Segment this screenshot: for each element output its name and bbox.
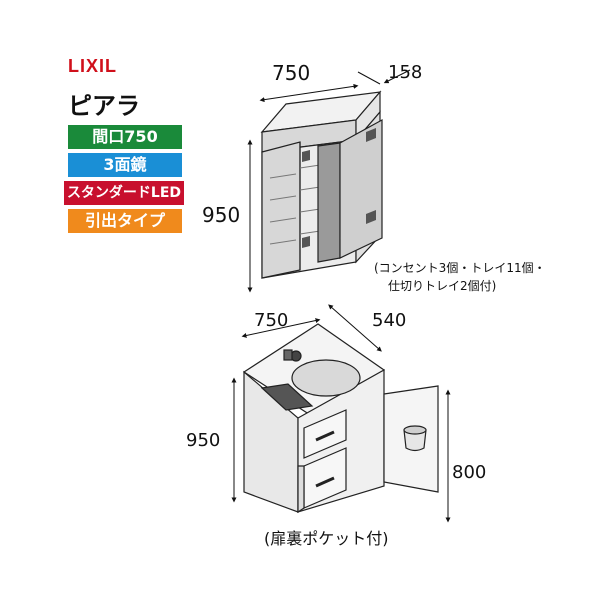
mirror-width-dim: 750: [272, 61, 310, 85]
badge-drawer-type: 引出タイプ: [68, 209, 182, 233]
badge-standard-led: スタンダードLED: [64, 181, 184, 205]
mirror-depth-dim: 158: [388, 62, 422, 83]
mirror-note-line1: (コンセント3個・トレイ11個・: [374, 261, 546, 275]
vanity-counter-height-dim: 800: [452, 462, 486, 483]
product-name: ピアラ: [68, 92, 140, 120]
mirror-note-line2: 仕切りトレイ2個付): [388, 279, 496, 293]
mirror-cabinet-drawing: [260, 90, 383, 279]
lixil-logo: LIXIL: [68, 56, 117, 76]
vanity-width-dim: 750: [254, 310, 288, 331]
badge-frontage: 間口750: [68, 125, 182, 149]
mirror-height-dim: 950: [202, 203, 240, 227]
vanity-drawing: [242, 323, 439, 514]
vanity-note: (扉裏ポケット付): [264, 529, 389, 548]
vanity-height-dim: 950: [186, 430, 220, 451]
vanity-depth-dim: 540: [372, 310, 406, 331]
badge-three-mirror: 3面鏡: [68, 153, 182, 177]
